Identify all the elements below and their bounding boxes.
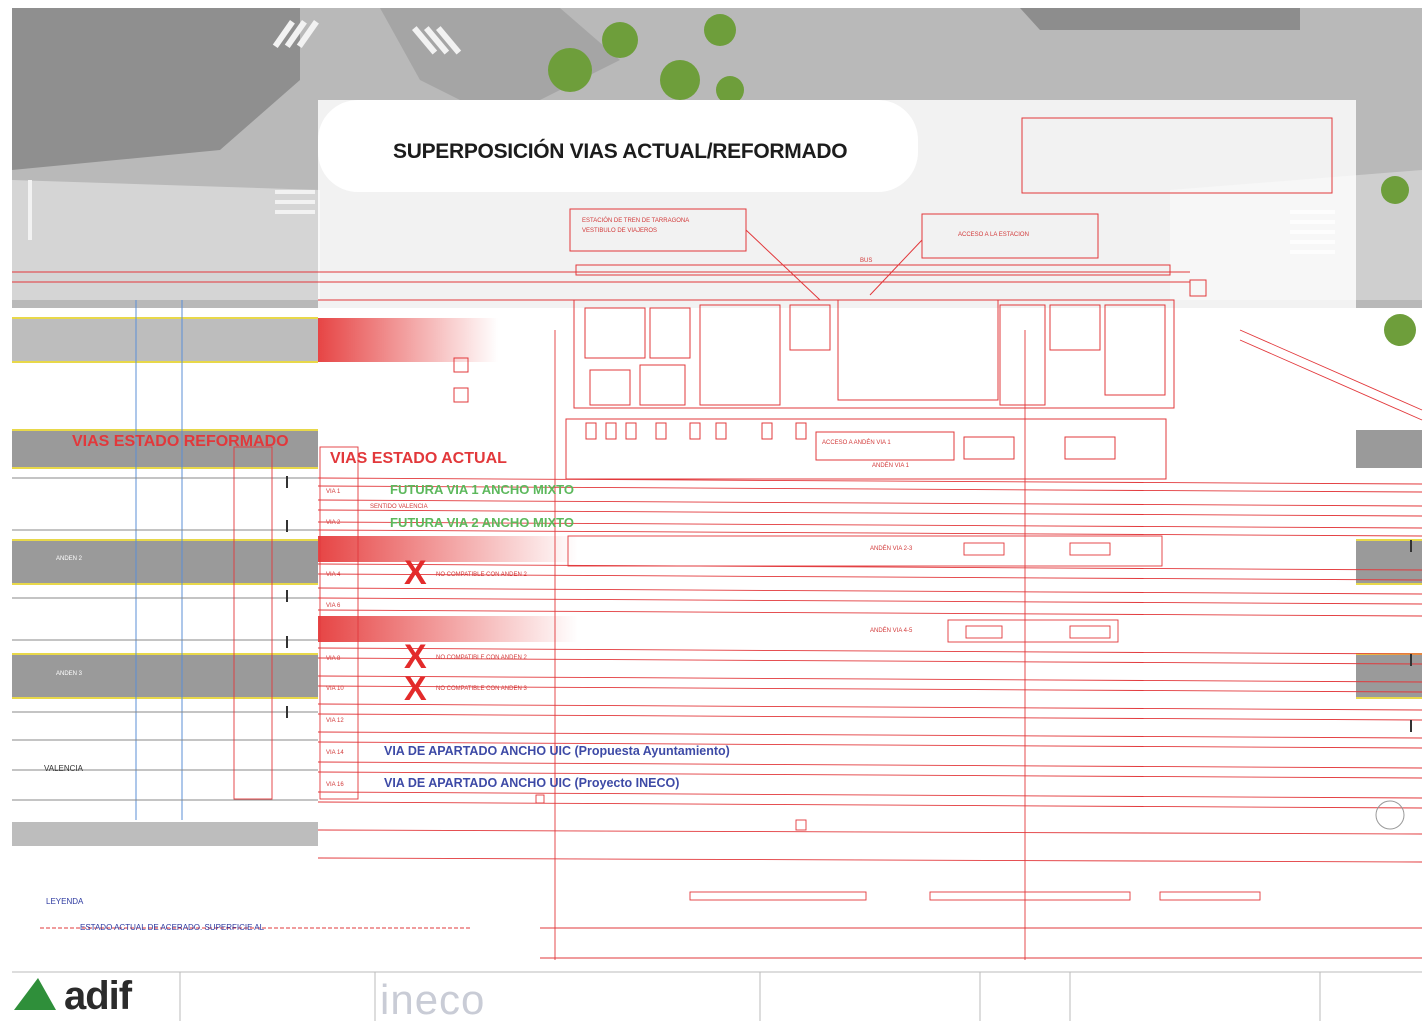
sentido-valencia: SENTIDO VALENCIA	[370, 504, 428, 510]
anden-via-23: ANDÉN VIA 2-3	[870, 546, 913, 552]
adif-logo: adif	[64, 974, 132, 1018]
tick-marks	[286, 476, 1412, 732]
valencia-arrow-label: VALENCIA	[44, 764, 83, 773]
anden-via-45: ANDÉN VIA 4-5	[870, 628, 913, 634]
anden-2-label: ANDEN 2	[56, 556, 83, 562]
heading-current: VIAS ESTADO ACTUAL	[330, 450, 507, 467]
anden-3-label: ANDEN 3	[56, 671, 83, 677]
grid-lines	[135, 300, 183, 820]
x-mark-1: X	[404, 554, 427, 592]
track-lines	[12, 299, 1423, 960]
platforms	[12, 317, 1422, 846]
title-block	[12, 971, 1422, 1021]
track-tag: VIA 4	[326, 572, 341, 578]
callout-access: ACCESO A LA ESTACION	[958, 232, 1029, 238]
track-tag: VIA 10	[326, 686, 344, 692]
palm-trees	[548, 14, 1416, 346]
anden-via-1: ANDÉN VIA 1	[872, 463, 910, 469]
track-tag: VIA 8	[326, 656, 341, 662]
incompatible-note-3: NO COMPATIBLE CON ANDEN 3	[436, 686, 527, 692]
incompatible-note-1: NO COMPATIBLE CON ANDEN 2	[436, 572, 527, 578]
x-mark-2: X	[404, 638, 427, 676]
station-building	[12, 117, 1333, 480]
incompatible-note-2: NO COMPATIBLE CON ANDEN 2	[436, 655, 527, 661]
track-tag: VIA 2	[326, 520, 341, 526]
track-tag: VIA 12	[326, 718, 344, 724]
ineco-logo: ineco	[380, 976, 486, 1023]
track-tag: VIA 14	[326, 750, 344, 756]
legend-title: LEYENDA	[46, 897, 84, 906]
siding-track-2: VIA DE APARTADO ANCHO UIC (Proyecto INEC…	[384, 776, 680, 790]
siding-track-1: VIA DE APARTADO ANCHO UIC (Propuesta Ayu…	[384, 744, 730, 758]
callout-station-sub: VESTIBULO DE VIAJEROS	[582, 228, 658, 234]
bus-label: BUS	[860, 258, 873, 264]
callout-access-platform: ACCESO A ANDÉN VIA 1	[822, 440, 891, 446]
adif-logo-icon	[14, 978, 56, 1010]
track-tag: VIA 16	[326, 782, 344, 788]
heading-reformed: VIAS ESTADO REFORMADO	[72, 433, 289, 450]
future-track-1: FUTURA VIA 1 ANCHO MIXTO	[390, 482, 574, 497]
track-tag: VIA 1	[326, 489, 341, 495]
future-track-2: FUTURA VIA 2 ANCHO MIXTO	[390, 515, 574, 530]
legend-item: ESTADO ACTUAL DE ACERADO. SUPERFICIE AL	[80, 923, 265, 932]
x-mark-3: X	[404, 670, 427, 708]
page-title: SUPERPOSICIÓN VIAS ACTUAL/REFORMADO	[393, 140, 848, 163]
callout-station: ESTACIÓN DE TREN DE TARRAGONA	[582, 218, 690, 224]
track-tag: VIA 6	[326, 603, 341, 609]
